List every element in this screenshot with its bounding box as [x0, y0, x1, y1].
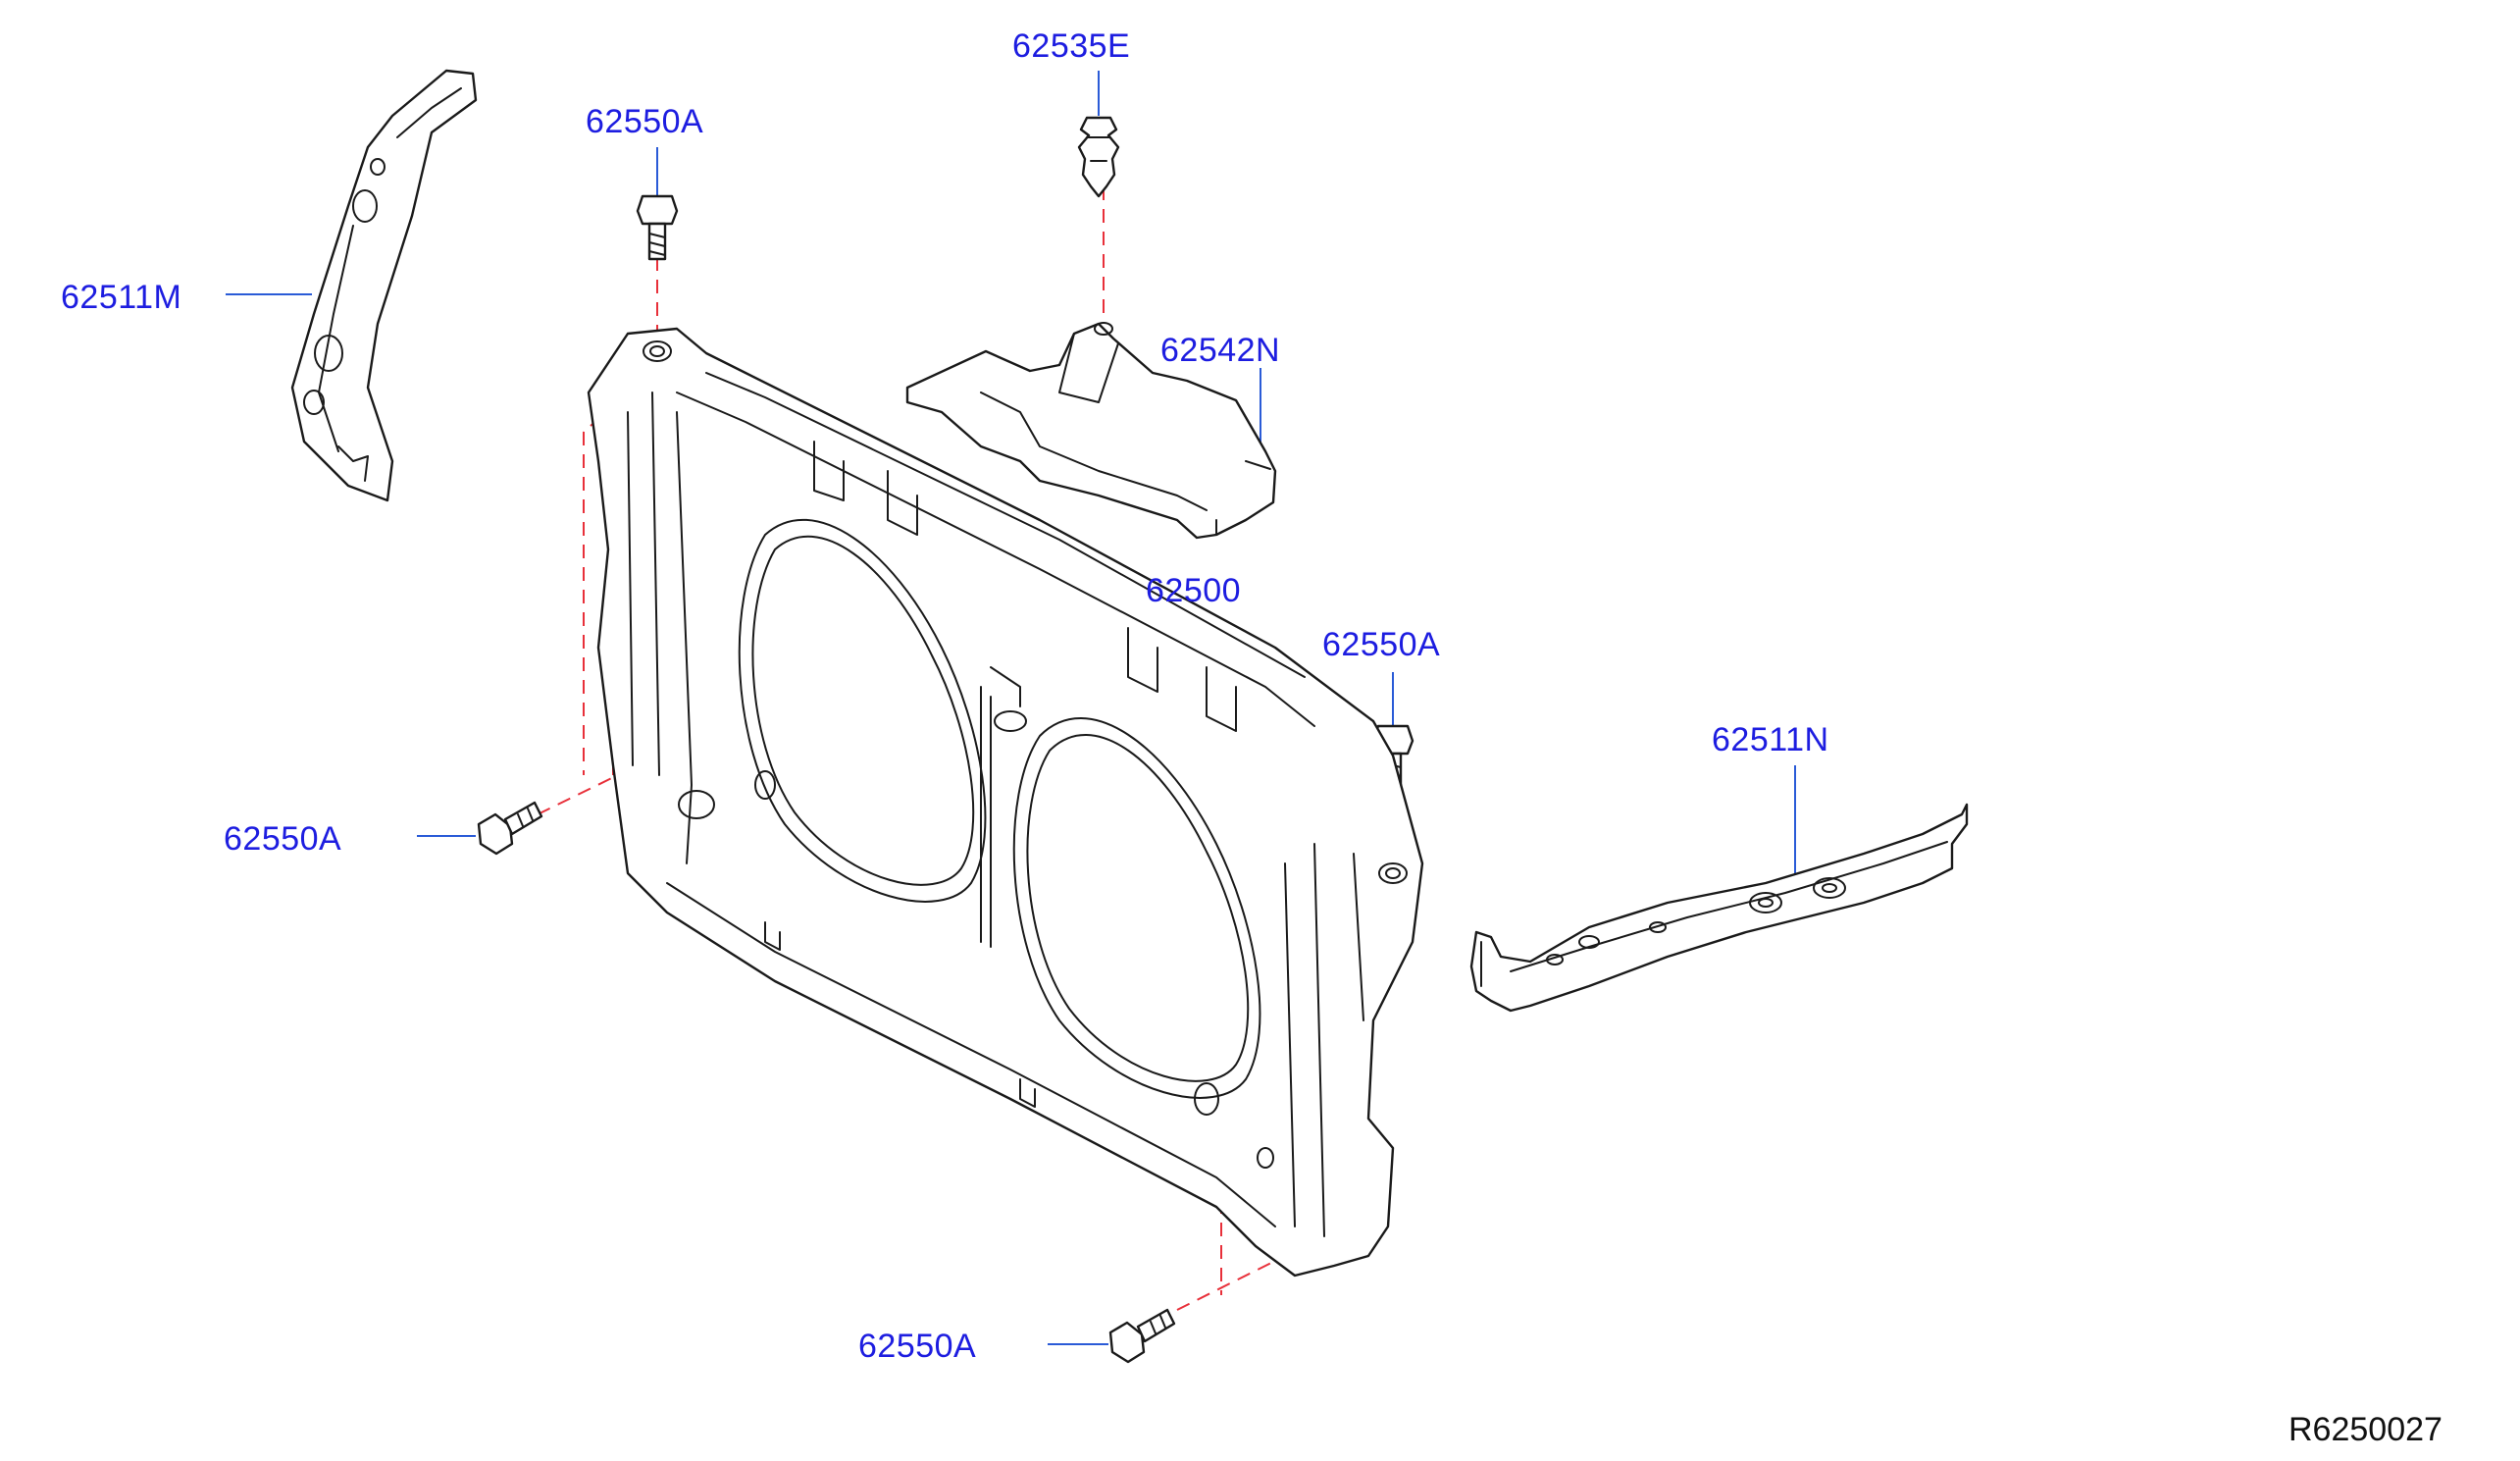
bolt-62550a-bottom	[1108, 1308, 1176, 1364]
callout-62542n: 62542N	[1160, 332, 1281, 369]
reference-code: R6250027	[2289, 1411, 2443, 1448]
callout-62511n: 62511N	[1712, 721, 1829, 758]
callout-62550a-left: 62550A	[224, 820, 342, 858]
bracket-62511n	[1469, 803, 1969, 1013]
callout-62535e: 62535E	[1012, 27, 1131, 65]
bolt-62550a-top	[636, 194, 679, 261]
callout-62550a-right: 62550A	[1322, 626, 1441, 663]
core-support-62500	[587, 327, 1424, 1278]
clip-62535e	[1077, 116, 1120, 198]
bolt-62550a-left	[477, 801, 543, 856]
bracket-62511m	[290, 69, 478, 502]
cover-62542n	[905, 322, 1277, 540]
callout-62511m: 62511M	[61, 279, 182, 316]
callout-62500: 62500	[1146, 572, 1242, 609]
callout-62550a-bottom: 62550A	[858, 1328, 977, 1365]
callout-62550a-top: 62550A	[586, 103, 704, 140]
